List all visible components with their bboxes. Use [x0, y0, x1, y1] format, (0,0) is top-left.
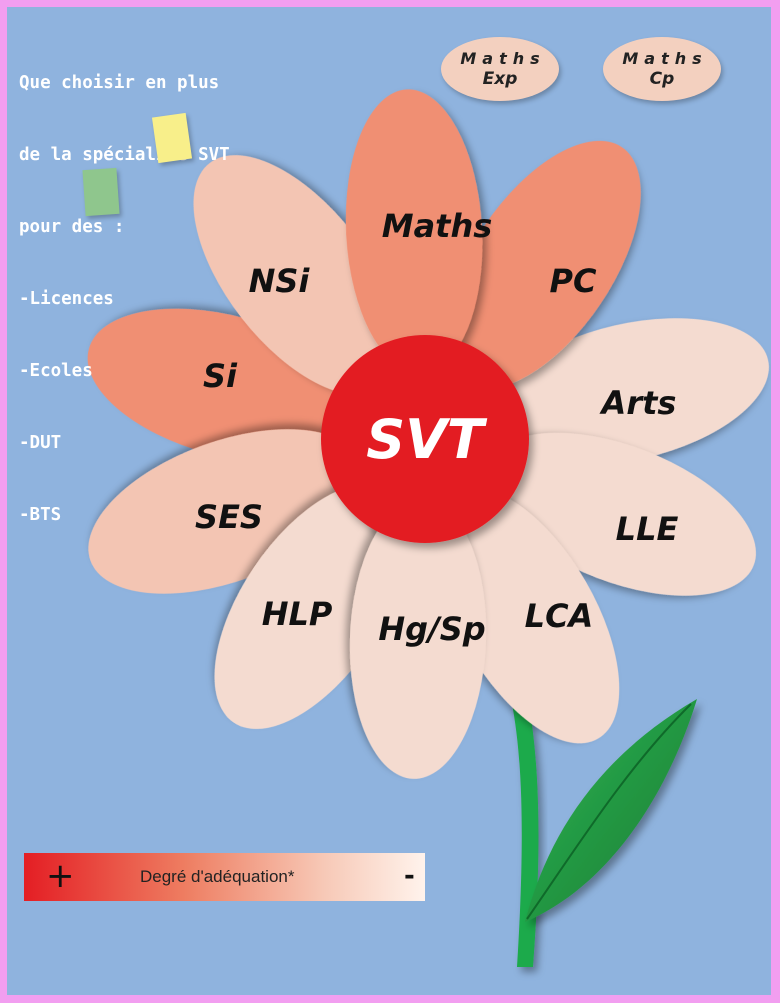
intro-line: Que choisir en plus: [19, 73, 220, 93]
petal-pc: [444, 140, 641, 389]
petal-lca: [434, 488, 620, 744]
petal-label: PC: [550, 262, 597, 300]
intro-line: -BTS: [19, 505, 62, 525]
petal-label: LLE: [616, 510, 679, 548]
petal-arts: [490, 318, 769, 466]
leaf: [525, 699, 697, 922]
petal-label: HLP: [262, 595, 333, 633]
sticky-note-yellow: [151, 112, 193, 164]
bubble-title: Maths: [460, 49, 546, 68]
leaf-vein: [526, 703, 692, 920]
intro-text: Que choisir en plus de la spécialité SVT…: [19, 23, 230, 575]
petal-label: Maths: [382, 207, 493, 245]
center-label: SVT: [366, 408, 488, 471]
bubble-subtitle: Exp: [482, 69, 518, 89]
petal-label: Arts: [599, 384, 677, 422]
petal-label: Si: [203, 357, 238, 395]
bubble-subtitle: Cp: [649, 69, 675, 89]
legend-minus: -: [404, 861, 415, 891]
petal-hg-sp: [349, 498, 487, 779]
petal-label: LCA: [525, 597, 594, 635]
intro-line: pour des :: [19, 217, 125, 237]
maths-exp-bubble: Maths Exp: [441, 37, 559, 101]
petal-label: SES: [195, 498, 263, 536]
adequation-legend: + Degré d'adéquation* -: [24, 853, 425, 901]
legend-label: Degré d'adéquation*: [140, 867, 295, 886]
legend-plus: +: [46, 856, 75, 896]
petal-maths: [345, 89, 483, 374]
petal-label: Hg/Sp: [378, 610, 485, 648]
intro-line: -Licences: [19, 289, 114, 309]
intro-line: de la spécialité SVT: [19, 145, 230, 165]
intro-line: -Ecoles: [19, 361, 93, 381]
petal-label: NSi: [249, 262, 311, 300]
bubble-title: Maths: [622, 49, 708, 68]
flower-stem: [495, 639, 539, 967]
sticky-note-green: [82, 167, 120, 217]
maths-cp-bubble: Maths Cp: [603, 37, 721, 101]
intro-line: -DUT: [19, 433, 62, 453]
flower-center: [321, 335, 529, 543]
petal-nsi: [193, 155, 401, 396]
petal-hlp: [214, 484, 410, 729]
